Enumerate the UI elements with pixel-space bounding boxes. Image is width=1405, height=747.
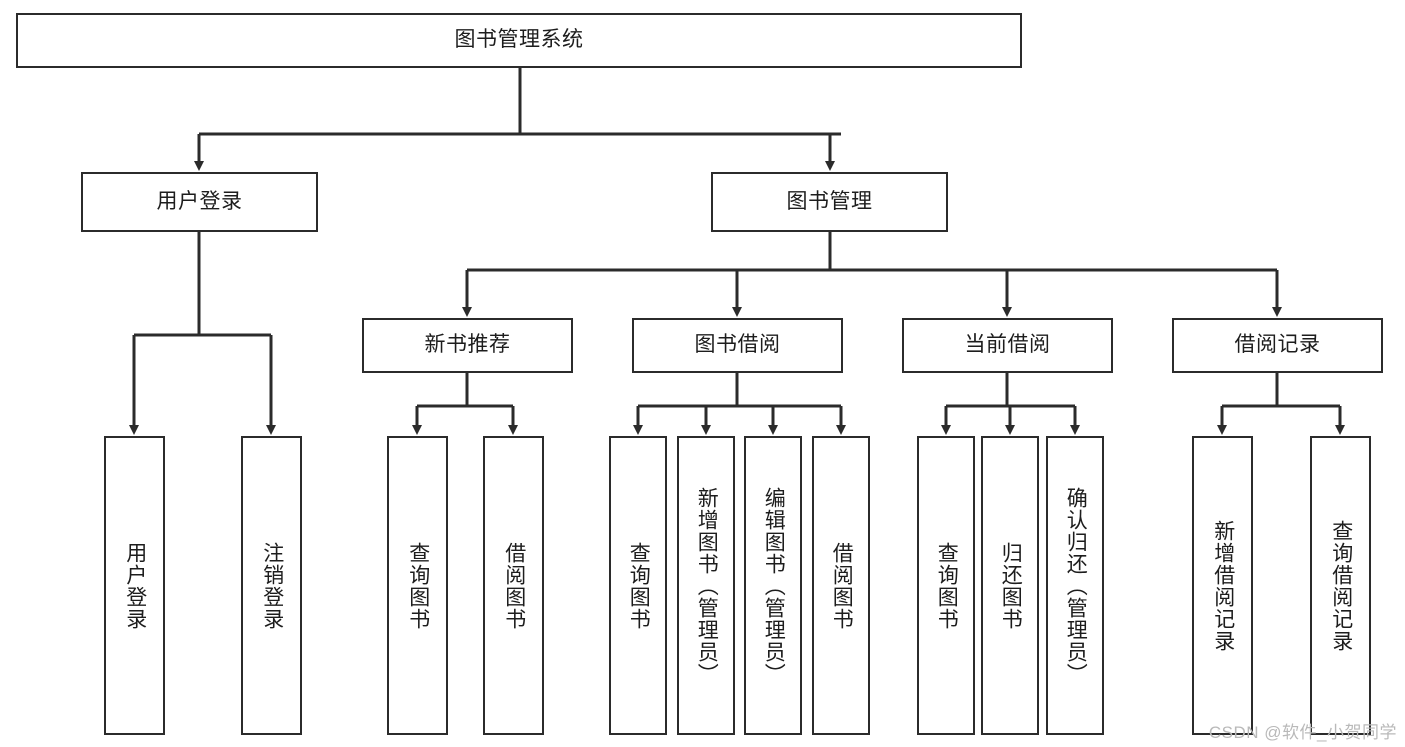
node-leaf-add-book-admin[interactable]: 新增图书（管理员） bbox=[677, 436, 735, 735]
node-new-book-recommend-label: 新书推荐 bbox=[424, 333, 511, 357]
node-leaf-query-borrow-record-label: 查询借阅记录 bbox=[1329, 519, 1353, 652]
node-leaf-return-book[interactable]: 归还图书 bbox=[981, 436, 1039, 735]
node-leaf-confirm-return-admin[interactable]: 确认归还（管理员） bbox=[1046, 436, 1104, 735]
node-root[interactable]: 图书管理系统 bbox=[16, 13, 1022, 68]
node-leaf-borrow-book-label: 借阅图书 bbox=[830, 541, 854, 630]
node-book-borrow-label: 图书借阅 bbox=[694, 333, 781, 357]
node-leaf-query-book-borrow[interactable]: 查询图书 bbox=[609, 436, 667, 735]
node-new-book-recommend[interactable]: 新书推荐 bbox=[362, 318, 573, 373]
node-leaf-user-logout[interactable]: 注销登录 bbox=[241, 436, 302, 735]
node-leaf-borrow-book-rec-label: 借阅图书 bbox=[502, 541, 526, 630]
node-current-borrow-label: 当前借阅 bbox=[964, 333, 1051, 357]
node-book-manage[interactable]: 图书管理 bbox=[711, 172, 948, 232]
node-book-manage-label: 图书管理 bbox=[786, 189, 873, 213]
node-user-login-label: 用户登录 bbox=[156, 189, 243, 213]
node-borrow-record[interactable]: 借阅记录 bbox=[1172, 318, 1383, 373]
node-current-borrow[interactable]: 当前借阅 bbox=[902, 318, 1113, 373]
node-leaf-borrow-book-rec[interactable]: 借阅图书 bbox=[483, 436, 544, 735]
node-leaf-user-logout-label: 注销登录 bbox=[260, 541, 284, 630]
node-leaf-add-borrow-record-label: 新增借阅记录 bbox=[1211, 519, 1235, 652]
node-leaf-confirm-return-admin-label: 确认归还（管理员） bbox=[1064, 486, 1088, 685]
node-leaf-query-borrow-record[interactable]: 查询借阅记录 bbox=[1310, 436, 1371, 735]
node-book-borrow[interactable]: 图书借阅 bbox=[632, 318, 843, 373]
node-leaf-add-book-admin-label: 新增图书（管理员） bbox=[695, 486, 719, 685]
node-leaf-query-book-current[interactable]: 查询图书 bbox=[917, 436, 975, 735]
node-root-label: 图书管理系统 bbox=[454, 28, 584, 52]
node-leaf-edit-book-admin[interactable]: 编辑图书（管理员） bbox=[744, 436, 802, 735]
node-leaf-query-book-borrow-label: 查询图书 bbox=[627, 541, 651, 630]
node-leaf-borrow-book[interactable]: 借阅图书 bbox=[812, 436, 870, 735]
node-leaf-query-book-rec[interactable]: 查询图书 bbox=[387, 436, 448, 735]
node-leaf-query-book-current-label: 查询图书 bbox=[935, 541, 959, 630]
node-leaf-query-book-rec-label: 查询图书 bbox=[406, 541, 430, 630]
node-leaf-user-login-label: 用户登录 bbox=[123, 541, 147, 630]
node-leaf-user-login[interactable]: 用户登录 bbox=[104, 436, 165, 735]
node-leaf-return-book-label: 归还图书 bbox=[999, 541, 1023, 630]
node-leaf-add-borrow-record[interactable]: 新增借阅记录 bbox=[1192, 436, 1253, 735]
node-user-login[interactable]: 用户登录 bbox=[81, 172, 318, 232]
node-borrow-record-label: 借阅记录 bbox=[1234, 333, 1321, 357]
node-leaf-edit-book-admin-label: 编辑图书（管理员） bbox=[762, 486, 786, 685]
